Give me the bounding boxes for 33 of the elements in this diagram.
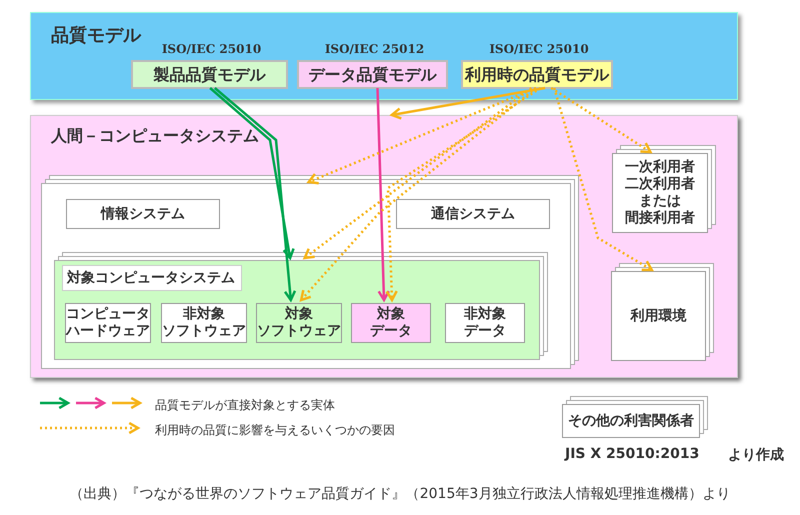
component-box: 対象ソフトウェア <box>256 303 342 343</box>
arrow <box>307 86 536 185</box>
arrow <box>303 87 532 260</box>
standard-label: ISO/IEC 25010 <box>488 42 590 56</box>
component-box: 非対象ソフトウェア <box>161 303 247 343</box>
component-box: 非対象データ <box>445 303 525 343</box>
section-band <box>30 12 738 100</box>
system-box: 情報システム <box>66 199 220 229</box>
caption: （出典）『つながる世界のソフトウェア品質ガイド』（2015年3月独立行政法人情報処理推進機構）より <box>68 485 732 503</box>
source-note: より作成 <box>728 446 784 464</box>
model-name: 製品品質モデル <box>154 64 266 84</box>
system-box: 通信システム <box>396 199 550 229</box>
section-heading: 人間－コンピュータシステム <box>51 126 259 147</box>
standard-label: ISO/IEC 25012 <box>324 42 426 56</box>
arrow <box>550 86 652 154</box>
system-panel <box>30 115 738 378</box>
arrow <box>214 87 296 302</box>
component-box: 対象データ <box>351 303 431 343</box>
system-label: 対象コンピュータシステム <box>62 265 242 291</box>
model-name: データ品質モデル <box>308 64 436 84</box>
arrow <box>390 86 546 120</box>
legend-text: 利用時の品質に影響を与えるいくつかの要因 <box>155 422 395 439</box>
section-heading: 品質モデル <box>51 24 141 47</box>
arrow <box>376 88 390 302</box>
model-name: 利用時の品質モデル <box>465 64 609 84</box>
arrow <box>300 87 537 302</box>
standard-label: ISO/IEC 25010 <box>160 42 262 56</box>
source-note: JIS X 25010:2013 <box>565 446 700 462</box>
component-box: コンピュータハードウェア <box>65 303 151 343</box>
arrow <box>209 87 295 260</box>
legend-text: 品質モデルが直接対象とする実体 <box>155 397 335 414</box>
arrow <box>553 88 654 272</box>
arrow <box>385 86 542 302</box>
